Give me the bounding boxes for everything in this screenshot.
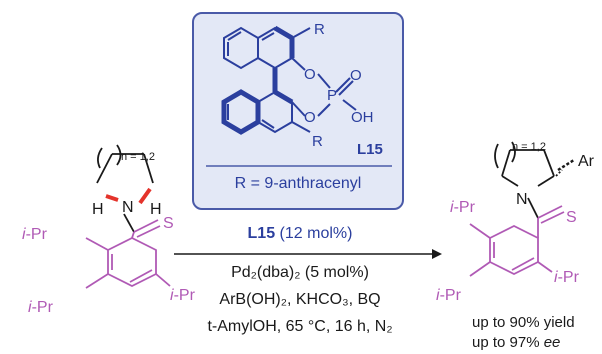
- arrow-head: [432, 249, 442, 259]
- product-ipr-bottom: i-Pr: [436, 287, 462, 304]
- reactant-h-left: H: [92, 201, 104, 218]
- substituent-r-lower: R: [312, 133, 323, 150]
- substituent-r-upper: R: [314, 21, 325, 38]
- reactant-h-right: H: [150, 201, 162, 218]
- product-ipr-right: i-Pr: [554, 269, 580, 286]
- product-ipr-top: i-Pr: [450, 199, 476, 216]
- oxygen-upper: O: [304, 66, 316, 83]
- product-aryl-label: Ar: [578, 153, 595, 170]
- reactant-aryl: [85, 219, 171, 289]
- ligand-structure: [221, 25, 357, 135]
- oxygen-lower: O: [304, 109, 316, 126]
- phosphorus-atom: P: [327, 87, 337, 104]
- result-yield: up to 90% yield: [472, 314, 575, 331]
- reactant-ipr-bottom: i-Pr: [28, 299, 54, 316]
- product-ring-size: n = 1,2: [512, 141, 546, 153]
- result-ee: up to 97% ee: [472, 334, 560, 351]
- condition-solvent: t-AmylOH, 65 °C, 16 h, N₂: [207, 318, 392, 335]
- catalyst-box: [192, 12, 404, 210]
- product-structure: [494, 141, 575, 219]
- reactant-ipr-right: i-Pr: [170, 287, 196, 304]
- product-nitrogen: N: [516, 191, 528, 208]
- ligand-label: L15: [357, 141, 383, 158]
- reactant-structure: [96, 144, 154, 233]
- product-aryl: [469, 205, 565, 277]
- reactant-ipr-top: i-Pr: [22, 226, 48, 243]
- product-sulfur: S: [566, 209, 577, 226]
- oxygen-double: O: [350, 67, 362, 84]
- condition-reagents: ArB(OH)₂, KHCO₃, BQ: [219, 291, 380, 308]
- r-definition: R = 9-anthracenyl: [235, 175, 362, 192]
- hydroxyl-group: OH: [351, 109, 374, 126]
- condition-catalyst: Pd₂(dba)₂ (5 mol%): [231, 264, 369, 281]
- ligand-loading: L15 (12 mol%): [248, 225, 353, 242]
- reactant-ring-size: n = 1,2: [121, 151, 155, 163]
- reactant-sulfur: S: [163, 215, 174, 232]
- reactant-nitrogen: N: [122, 199, 134, 216]
